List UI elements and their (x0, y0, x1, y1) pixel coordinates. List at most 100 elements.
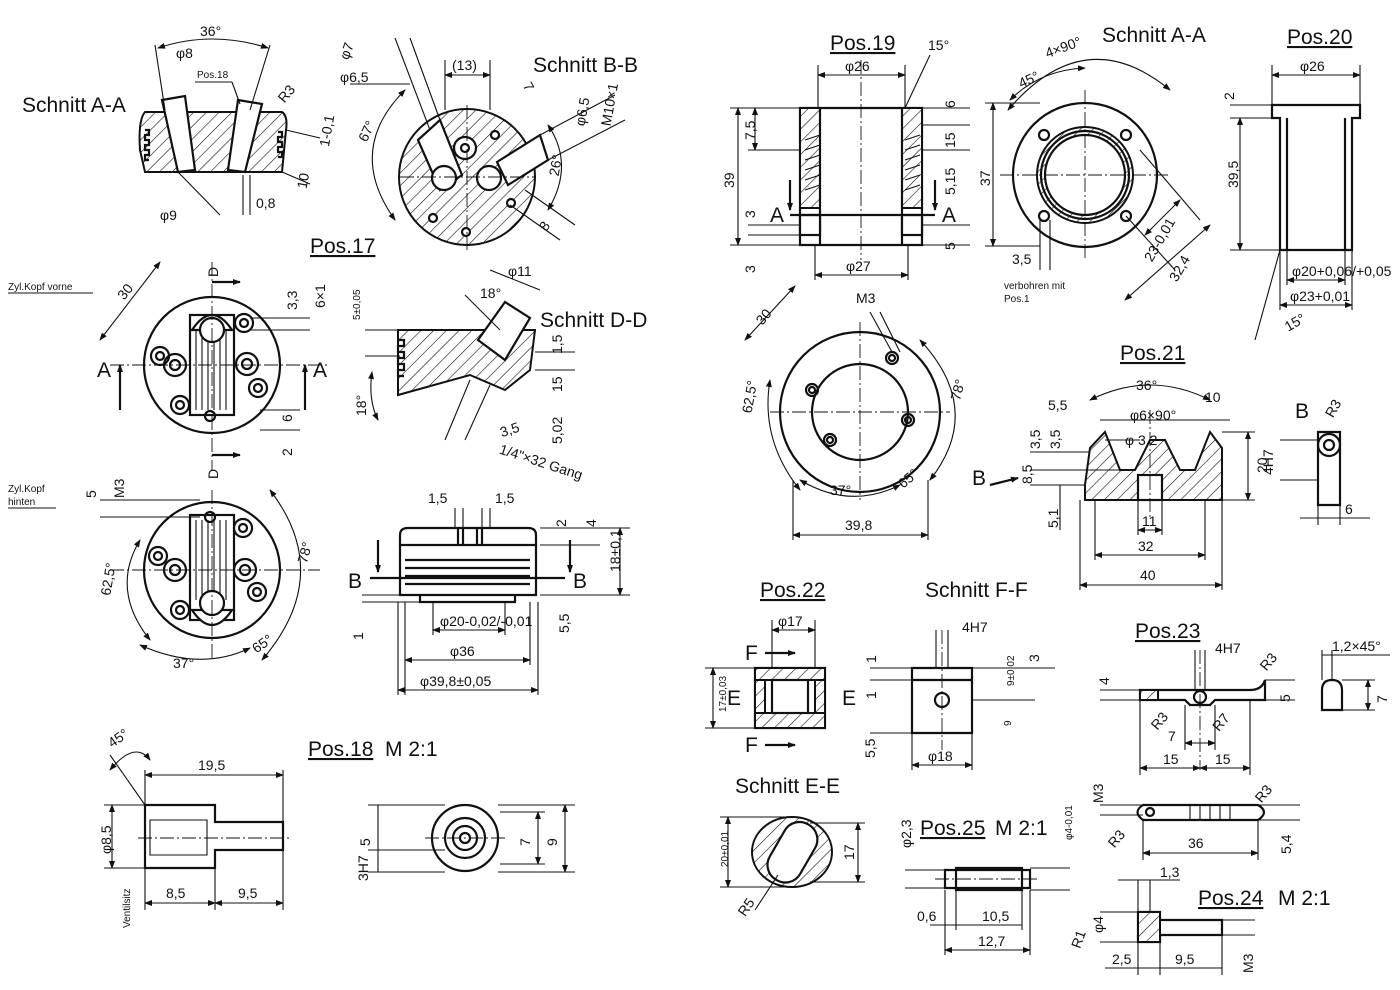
dim-aa-r3: R3 (274, 81, 298, 105)
dim-ee-20: 20±0,01 (720, 830, 731, 867)
dim-p19-15deg: 15° (928, 37, 949, 53)
flange-view: 30 M3 62,5° 78° 37° 65° 39,8 (739, 285, 968, 540)
detail-b-view: B R3 4H7 6 (1260, 396, 1370, 525)
pos24-view: Pos.24 M 2:1 1,3 R1 φ4 2,5 9,5 M3 (1068, 864, 1331, 975)
dim-p21-11: 11 (1142, 513, 1157, 529)
note-gang: 1/4"×32 Gang (498, 441, 585, 483)
dim-ee-r5: R5 (734, 895, 757, 919)
dim-b-4h7: 4H7 (1260, 449, 1276, 475)
dim-p24-d4: φ4 (1090, 916, 1106, 933)
dim-p22-e-left: E (727, 687, 741, 710)
dim-bb-d65b: φ6,5 (572, 96, 593, 127)
pos18-view: Pos.18 M 2:1 19,5 45° φ8,5 Ventilsitz 8,… (98, 725, 575, 928)
dim-p24-13: 1,3 (1160, 864, 1180, 880)
title-schnitt-dd: Schnitt D-D (540, 309, 647, 332)
dim-p20-d20: φ20+0,06/+0,05 (1292, 263, 1392, 279)
dim-p19-a-left: A (770, 204, 784, 227)
dim-p21-b: B (972, 467, 986, 490)
dim-p23b-r3: R3 (1251, 781, 1275, 805)
dim-bb2-b-left: B (348, 570, 362, 593)
dim-c-398: 39,8 (845, 517, 872, 533)
dim-p22-f-bottom: F (745, 734, 758, 757)
dim-p23-7b: 7 (1374, 695, 1390, 703)
section-aa-left: Schnitt A-A 36° φ8 Pos.18 R3 1-0,1 10 φ9… (22, 23, 337, 223)
dim-aar-4x90: 4×90° (1043, 33, 1083, 61)
dim-h-5: 5 (83, 490, 99, 498)
dim-p22-17: 17±0,03 (718, 675, 729, 712)
dim-dd-15b: 15 (549, 376, 565, 392)
dim-p23b-36: 36 (1188, 835, 1204, 851)
dim-p18-7: 7 (517, 838, 533, 846)
dim-dd-15a: 1,5 (549, 334, 565, 354)
title-schnitt-aa-left: Schnitt A-A (22, 94, 126, 117)
dim-bb2-18: 18±0,1 (607, 529, 623, 572)
section-aa-right: Schnitt A-A 4×90° 45° 37 3,5 verbohren m… (977, 24, 1211, 305)
dim-b-6: 6 (1345, 501, 1353, 517)
dim-p19-75: 7,5 (742, 120, 758, 140)
dim-p19-5: 5 (942, 242, 958, 250)
dim-ff-9b: 9 (1003, 720, 1014, 726)
dim-bb-8: 8 (536, 218, 554, 234)
dim-p25-d4: φ4-0,01 (1064, 805, 1075, 840)
dim-p21-20: 20 (1254, 457, 1270, 473)
dim-aar-23: 23-0,01 (1141, 215, 1179, 264)
dim-aa-36deg: 36° (200, 23, 221, 39)
dim-bb-d7: φ7 (336, 40, 357, 62)
section-dd: Schnitt D-D φ11 18° 5±0,05 1,5 15 18° 3,… (352, 263, 647, 483)
dim-p24-95: 9,5 (1175, 951, 1195, 967)
dim-bb2-4: 4 (583, 519, 599, 527)
dim-p17-6: 6 (279, 414, 295, 422)
dim-p22-f-top: F (745, 642, 758, 665)
dim-p21-40: 40 (1140, 567, 1156, 583)
dim-p18-5: 5 (357, 838, 373, 846)
dim-bb-d65: φ6,5 (340, 69, 369, 85)
dim-ff-55: 5,5 (862, 738, 878, 758)
dim-h-625: 62,5° (97, 561, 118, 596)
dim-p23-4: 4 (1096, 677, 1112, 685)
dim-p22-e-right: E (842, 687, 856, 710)
dim-p19-3b: 3 (742, 265, 758, 273)
dim-p21-35b: 3,5 (1047, 429, 1063, 449)
note-zyl-kopf-hinten-2: hinten (8, 497, 35, 508)
dim-p17-d-bottom: D (205, 469, 221, 479)
dim-ff-3: 3 (1026, 654, 1042, 662)
dim-p23-r3a: R3 (1256, 649, 1280, 673)
pos23-view: Pos.23 4H7 4 R3 5 R3 R7 7 15 15 1,2×45° (1096, 620, 1390, 775)
dim-p21-36: 36° (1136, 377, 1157, 393)
dim-ee-17: 17 (841, 844, 857, 860)
dim-bb-7: 7 (520, 79, 538, 94)
pos23-bottom-view: M3 R3 R3 36 5,4 (1090, 781, 1300, 860)
dim-p20-d26: φ26 (1300, 58, 1325, 74)
dim-p18-85: 8,5 (166, 885, 186, 901)
dim-dd-d11: φ11 (508, 263, 532, 279)
dim-p19-15: 15 (942, 132, 958, 148)
dim-p17-d-top: D (205, 267, 221, 277)
dim-p19-d27: φ27 (846, 258, 871, 274)
dim-dd-18deg2: 18° (353, 395, 369, 416)
dim-p17-a-left: A (97, 359, 111, 382)
dim-p21-35a: 3,5 (1027, 429, 1043, 449)
dim-p17-2: 2 (279, 448, 295, 456)
pos19-view: Pos.19 φ26 15° 39 7,5 3 3 A A (721, 32, 970, 280)
note-zyl-kopf-hinten-1: Zyl.Kopf (8, 484, 45, 495)
dim-h-65: 65° (249, 631, 276, 656)
dim-h-78: 78° (294, 540, 315, 565)
dim-c-78: 78° (947, 377, 968, 402)
pos25-view: Pos.25 M 2:1 φ2,3 φ4-0,01 0,6 10,5 12,7 (898, 805, 1075, 955)
dim-p21-d32: φ 3,2 (1125, 432, 1158, 448)
dim-bb2-15a: 1,5 (428, 490, 448, 506)
dim-p23b-54: 5,4 (1278, 834, 1294, 854)
title-pos24: Pos.24 (1198, 887, 1264, 910)
dim-c-37: 37° (830, 482, 851, 498)
dim-aar-45: 45° (1016, 68, 1042, 91)
pos20-view: Pos.20 φ26 2 39,5 φ20+0,06/+0,05 φ23+0,0… (1221, 26, 1392, 341)
dim-p25-d23: φ2,3 (898, 819, 914, 848)
dim-bb2-d398: φ39,8±0,05 (420, 673, 491, 689)
dim-p18-195: 19,5 (198, 757, 225, 773)
pos22-view: Pos.22 φ17 F F E E 17±0,03 (705, 579, 856, 757)
note-ventilsitz: Ventilsitz (122, 889, 133, 928)
dim-b-b: B (1295, 400, 1309, 423)
dim-p25-127: 12,7 (978, 933, 1005, 949)
dim-h-m3: M3 (111, 478, 127, 498)
dim-aa-d8: φ8 (176, 45, 193, 61)
